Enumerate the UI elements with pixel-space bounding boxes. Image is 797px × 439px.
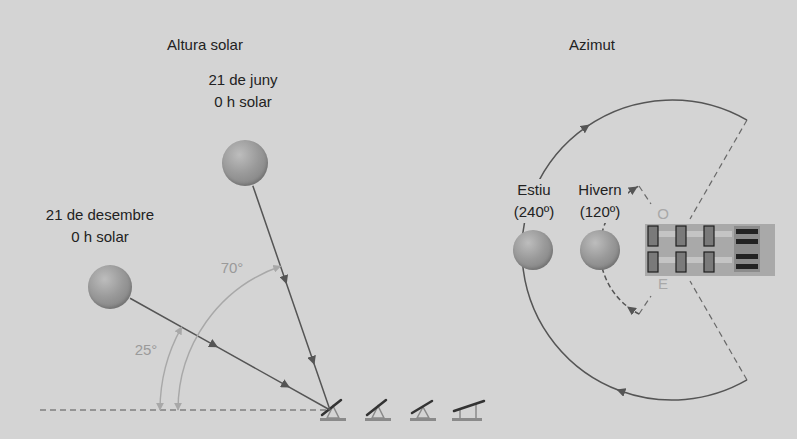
summer-path	[522, 100, 747, 400]
sun-node: Hivern (120º)	[570, 177, 630, 272]
sector-lines	[639, 120, 747, 380]
sun-label: Estiu (240º)	[503, 179, 565, 223]
sun-node: 21 de desembre 0 h solar	[40, 202, 160, 311]
sun-node: 21 de juny 0 h solar	[201, 67, 285, 188]
panel-title: Azimut	[569, 36, 615, 54]
angle-label: 25°	[135, 341, 158, 359]
sun-disc	[513, 230, 553, 270]
sun-disc	[222, 140, 268, 186]
sun-label: 21 de juny 0 h solar	[203, 69, 283, 113]
angle-label: 70°	[221, 259, 244, 277]
panel-title: Altura solar	[167, 36, 243, 54]
sun-node: Estiu (240º)	[501, 177, 567, 272]
solar-panels-side	[320, 400, 484, 421]
sun-ray	[130, 298, 330, 410]
solar-panels-top	[645, 224, 775, 276]
sun-paths	[130, 100, 747, 410]
sun-label: 21 de desembre 0 h solar	[42, 204, 158, 248]
orientation-letter: E	[658, 275, 668, 293]
angle-arc	[178, 266, 281, 410]
sun-disc	[88, 265, 132, 309]
horizon-line	[40, 409, 326, 410]
angle-arc	[160, 327, 182, 410]
sun-ray	[253, 186, 330, 410]
sun-label: Hivern (120º)	[572, 179, 628, 223]
sun-disc	[580, 230, 620, 270]
orientation-letter: O	[657, 205, 669, 223]
